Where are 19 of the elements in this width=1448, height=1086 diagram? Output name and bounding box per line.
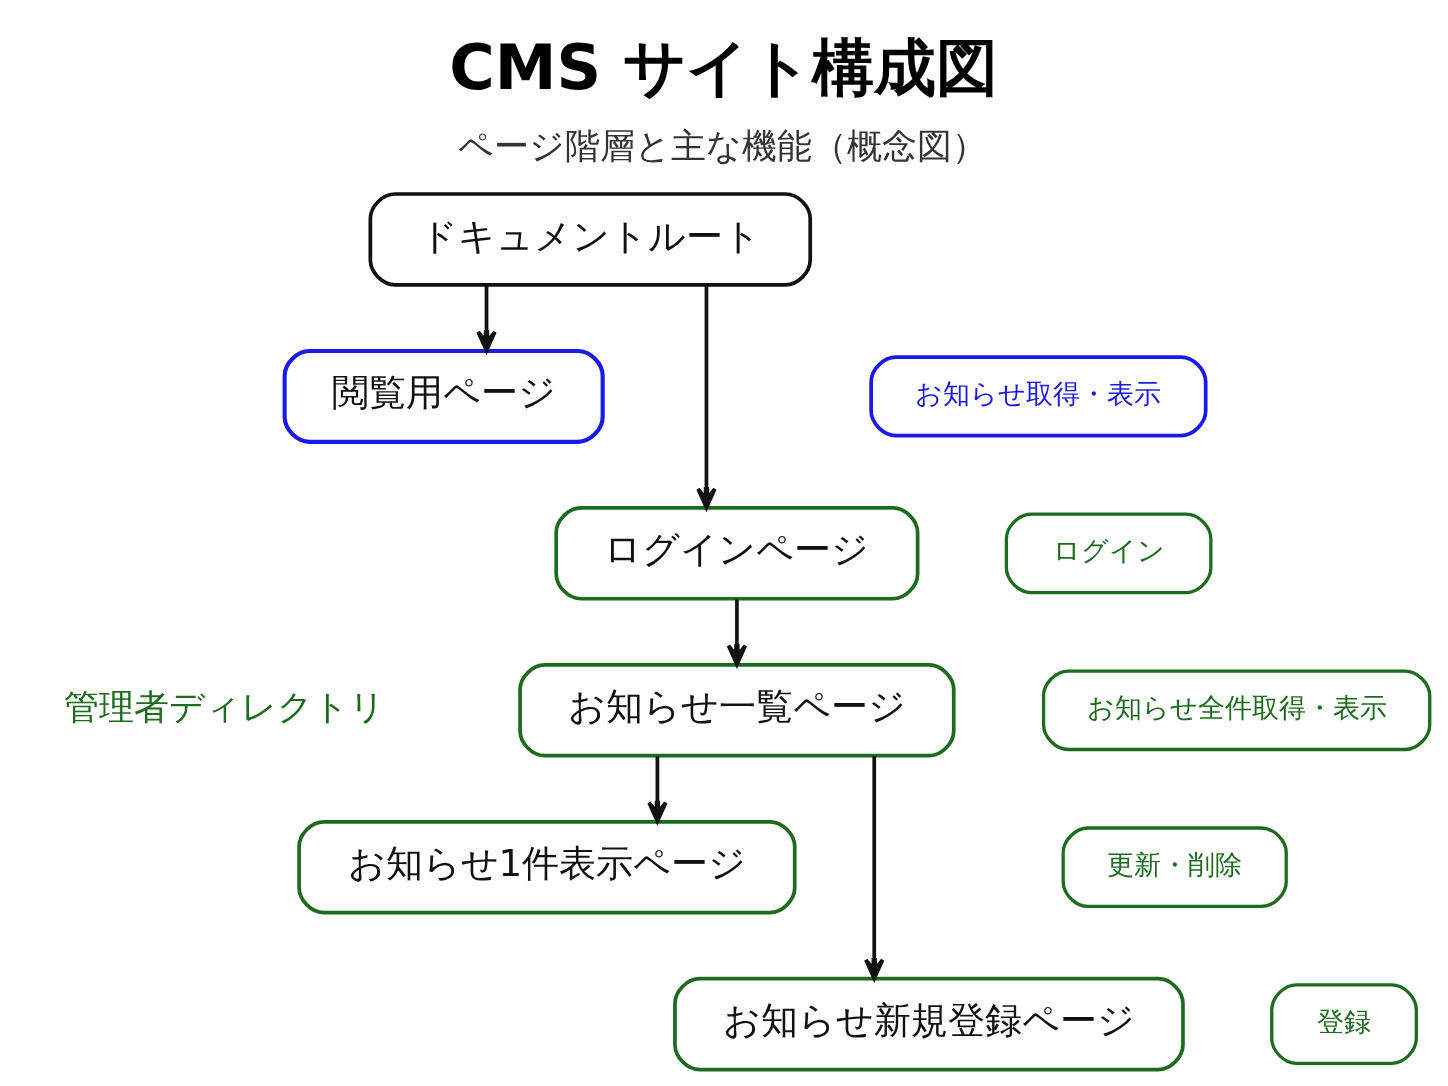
- node-box: 登録: [1270, 983, 1418, 1066]
- label: 管理者ディレクトリ: [64, 685, 386, 727]
- node-box: ログインページ: [554, 506, 920, 601]
- node-box: 閲覧用ページ: [282, 348, 605, 444]
- node-box: お知らせ新規登録ページ: [673, 976, 1185, 1072]
- node-box: お知らせ取得・表示: [869, 355, 1208, 438]
- node-box: お知らせ一覧ページ: [518, 663, 956, 758]
- arrow: [726, 599, 748, 667]
- caption: ページ階層と主な機能（概念図）: [457, 125, 987, 167]
- diagram-title: CMS サイト構成図: [449, 30, 998, 104]
- node-box: ドキュメントルート: [368, 192, 813, 287]
- arrow: [647, 756, 668, 824]
- node-box: お知らせ全件取得・表示: [1041, 669, 1432, 752]
- arrow: [696, 285, 717, 510]
- arrow: [476, 285, 497, 353]
- arrow: [864, 755, 885, 981]
- node-box: 更新・削除: [1061, 826, 1288, 909]
- node-box: お知らせ1件表示ページ: [297, 819, 797, 915]
- node-box: ログイン: [1004, 512, 1213, 595]
